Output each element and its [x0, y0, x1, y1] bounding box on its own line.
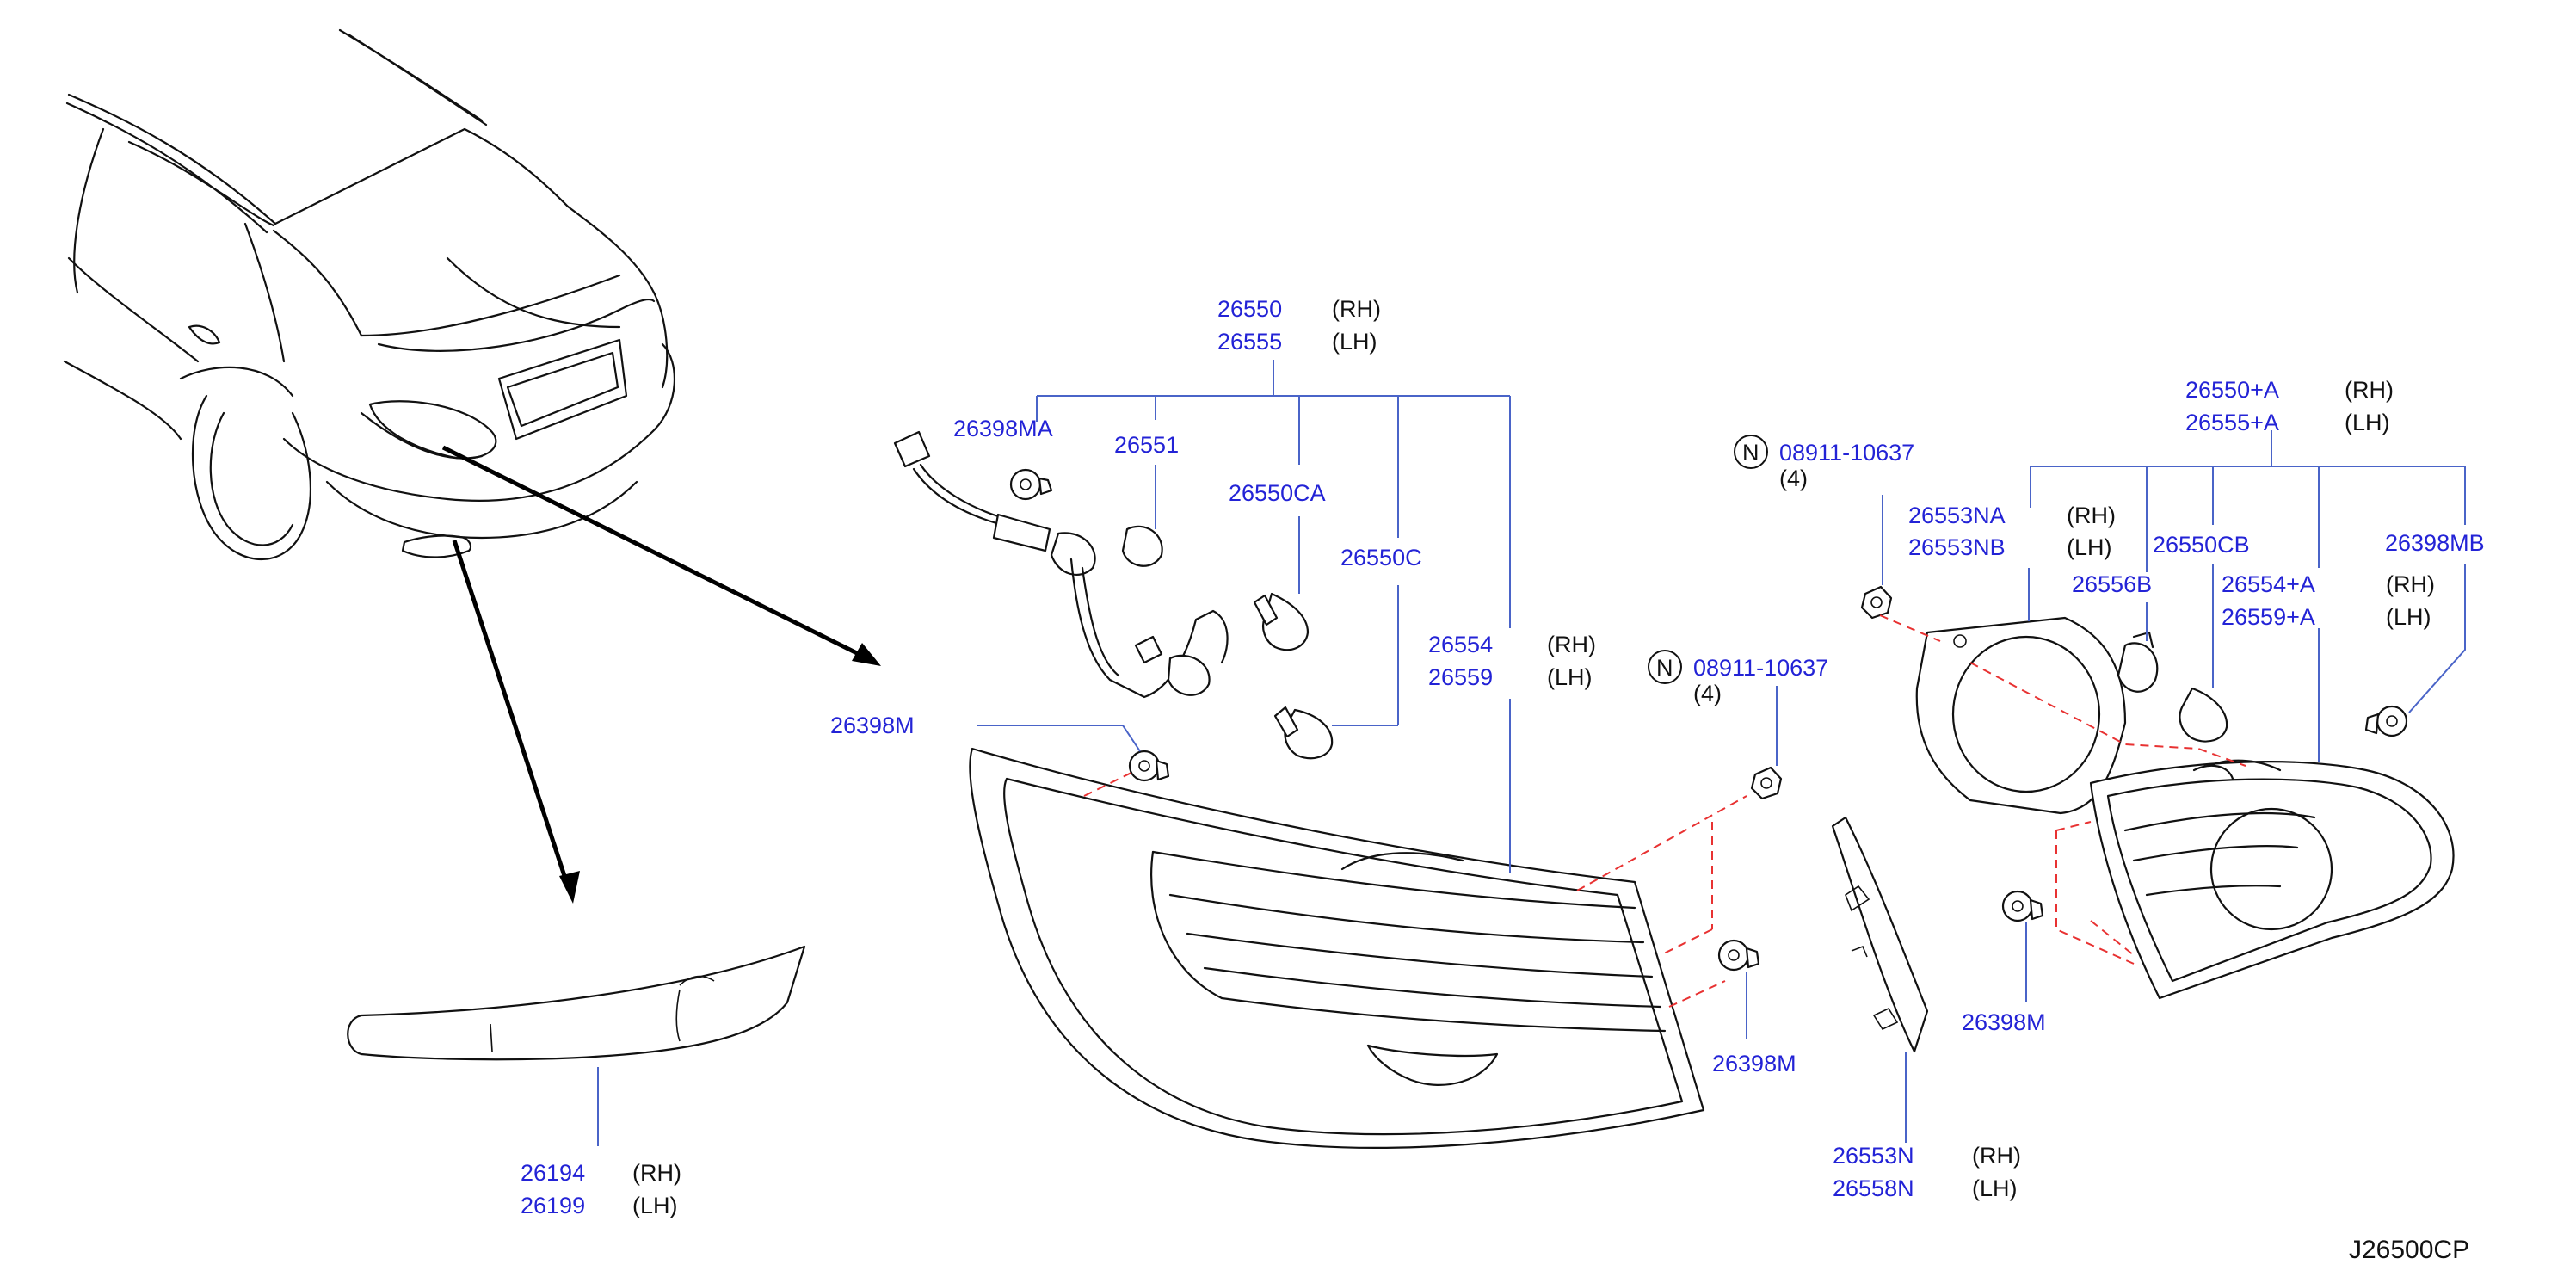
dashed-nut-top — [1576, 795, 1747, 956]
leaders-inner-lamp — [2028, 430, 2466, 762]
inner-lamp-rh-side: (RH) — [2345, 377, 2394, 403]
reflector-lh-part: 26199 — [521, 1193, 585, 1218]
reflector-rh-part: 26194 — [521, 1160, 585, 1186]
bulb-ca-part-number: 26550CA — [1229, 480, 1326, 506]
reflector-lh-side: (LH) — [632, 1193, 678, 1218]
vehicle-rear-illustration — [63, 28, 676, 560]
dashed-clip-right — [2055, 821, 2135, 965]
gasket-rh-side: (RH) — [2067, 503, 2116, 528]
leader-clip-m-left — [977, 725, 1141, 752]
outer-lens-lh-part: 26559 — [1428, 664, 1493, 690]
nut-left-n-badge — [1648, 650, 1682, 684]
diagram-reference-code: J26500CP — [2349, 1236, 2469, 1264]
nut-left-part — [1750, 766, 1783, 800]
rear-reflector-part — [347, 945, 806, 1061]
seal-lh-side: (LH) — [1972, 1175, 2018, 1201]
nut-left-prefix: N — [1656, 655, 1673, 681]
clip-mb-part-number: 26398MB — [2385, 530, 2485, 556]
outer-tail-lamp-part — [969, 747, 1705, 1149]
bulb-cb-part — [2179, 687, 2228, 743]
socket-harness-part — [893, 430, 1229, 699]
inner-lens-rh-side: (RH) — [2386, 571, 2435, 597]
bulb-c-part — [1273, 706, 1334, 760]
gasket-lh-part: 26553NB — [1908, 534, 2006, 560]
clip-m-right-part-number: 26398M — [1962, 1009, 2046, 1035]
bulb-c-part-number: 26550C — [1340, 545, 1422, 571]
socket-harness-part-number: 26551 — [1114, 432, 1179, 458]
bulb-cb-part-number: 26550CB — [2153, 532, 2250, 558]
nut-right-prefix: N — [1742, 440, 1759, 466]
nut-left-qty: (4) — [1693, 681, 1722, 706]
bulb-ca-part — [1253, 592, 1310, 651]
seal-lh-part: 26558N — [1833, 1175, 1914, 1201]
arrowhead-tail-lamp — [852, 643, 881, 666]
inner-lamp-lh-side: (LH) — [2345, 410, 2390, 435]
inner-lamp-lh-part: 26555+A — [2185, 410, 2279, 435]
clip-m-right-part — [2001, 890, 2044, 922]
inner-lens-part — [2089, 759, 2455, 1000]
arrowhead-reflector — [559, 871, 580, 904]
outer-lens-rh-part: 26554 — [1428, 632, 1493, 657]
seal-part — [1831, 816, 1929, 1053]
clip-ma-part — [1009, 468, 1053, 501]
dashed-nut-bottom — [1668, 980, 1726, 1008]
outer-lamp-lh-part: 26555 — [1217, 329, 1282, 355]
clip-m-left-part — [1128, 750, 1170, 782]
arrow-to-reflector — [452, 540, 570, 887]
socket-b-part — [2117, 631, 2159, 693]
inner-lens-rh-part: 26554+A — [2222, 571, 2315, 597]
clip-m-left-part-number: 26398M — [830, 713, 915, 738]
seal-rh-part: 26553N — [1833, 1143, 1914, 1169]
outer-lamp-lh-side: (LH) — [1332, 329, 1377, 355]
gasket-lh-side: (LH) — [2067, 534, 2112, 560]
nut-right-n-badge — [1734, 435, 1768, 469]
arrow-to-tail-lamp — [441, 445, 869, 661]
leaders-outer-lamp — [1036, 360, 1511, 873]
outer-lens-lh-side: (LH) — [1547, 664, 1593, 690]
nut-right-qty: (4) — [1779, 466, 1808, 491]
outer-lamp-rh-part: 26550 — [1217, 296, 1282, 322]
inner-lens-lh-part: 26559+A — [2222, 604, 2315, 630]
inner-lamp-rh-part: 26550+A — [2185, 377, 2279, 403]
gasket-rh-part: 26553NA — [1908, 503, 2006, 528]
outer-lens-rh-side: (RH) — [1547, 632, 1596, 657]
seal-rh-side: (RH) — [1972, 1143, 2021, 1169]
clip-mb-part — [2364, 705, 2408, 737]
socket-b-part-number: 26556B — [2072, 571, 2152, 597]
clip-ma-part-number: 26398MA — [953, 416, 1053, 441]
nut-right-part — [1860, 585, 1893, 620]
clip-m-center-part — [1717, 939, 1760, 972]
nut-left-part-number: 08911-10637 — [1693, 655, 1828, 681]
dashed-gasket-lens — [1879, 614, 2246, 767]
inner-lens-lh-side: (LH) — [2386, 604, 2431, 630]
nut-right-part-number: 08911-10637 — [1779, 440, 1914, 466]
outer-lamp-rh-side: (RH) — [1332, 296, 1381, 322]
reflector-rh-side: (RH) — [632, 1160, 681, 1186]
clip-m-center-part-number: 26398M — [1712, 1051, 1796, 1077]
